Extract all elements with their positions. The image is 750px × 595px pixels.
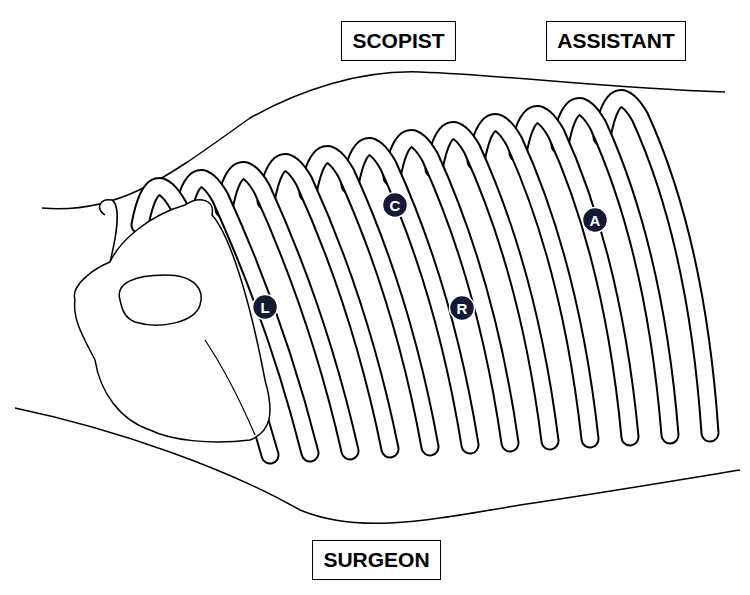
role-label: SCOPIST — [352, 29, 444, 52]
rib-outline — [308, 155, 430, 447]
port-letter: L — [260, 300, 269, 315]
role-label: ASSISTANT — [557, 29, 674, 52]
rib — [350, 147, 470, 445]
role-box: ASSISTANT — [546, 21, 686, 61]
humeral-head — [119, 275, 201, 325]
port-letter: R — [457, 301, 468, 316]
rib-outline — [266, 163, 390, 449]
rib-outline — [350, 147, 470, 445]
rib — [308, 155, 430, 447]
clavicle — [100, 200, 117, 262]
port-marker: A — [581, 206, 609, 234]
port-marker: L — [251, 293, 279, 321]
rib-outline — [392, 139, 510, 443]
port-letter: A — [590, 213, 601, 228]
rib — [392, 139, 510, 443]
scapula — [74, 200, 270, 442]
port-marker: C — [381, 191, 409, 219]
rib — [266, 163, 390, 449]
role-box: SCOPIST — [341, 21, 456, 61]
role-label: SURGEON — [323, 548, 429, 571]
port-marker: R — [448, 294, 476, 322]
role-box: SURGEON — [312, 540, 441, 580]
scapula-edge — [205, 340, 255, 435]
port-letter: C — [390, 198, 401, 213]
